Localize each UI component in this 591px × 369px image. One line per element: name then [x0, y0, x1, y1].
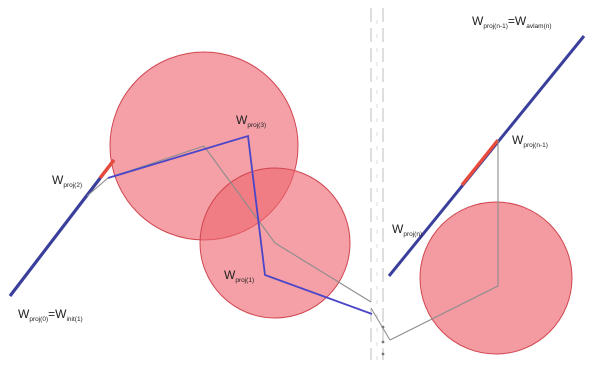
label-w-proj-n: Wproj(n)	[392, 222, 422, 238]
blue-iteration-path	[107, 134, 373, 315]
gray-path-right	[389, 140, 499, 341]
constraint-circle-right	[419, 201, 573, 355]
projection-line-left	[8, 159, 116, 297]
label-w-proj-3: Wproj(3)	[236, 113, 266, 129]
label-w-proj-1: Wproj(1)	[224, 268, 254, 284]
projection-segment-left-red	[98, 158, 116, 180]
label-w-proj-n-1-avlam: Wproj(n-1)=Wavlam(n)	[472, 14, 552, 30]
tick-point-a	[381, 325, 385, 329]
tick-point-c	[381, 352, 385, 356]
projection-segment-right-red	[460, 138, 500, 187]
label-w-proj-n-1: Wproj(n-1)	[512, 133, 548, 149]
tick-point-b	[381, 340, 385, 344]
label-w-proj-0-init: Wproj(0)=Winit(1)	[18, 307, 83, 323]
gray-path-left	[86, 145, 372, 303]
gray-guide-bottom	[370, 307, 391, 341]
label-w-proj-2: Wproj(2)	[52, 173, 82, 189]
